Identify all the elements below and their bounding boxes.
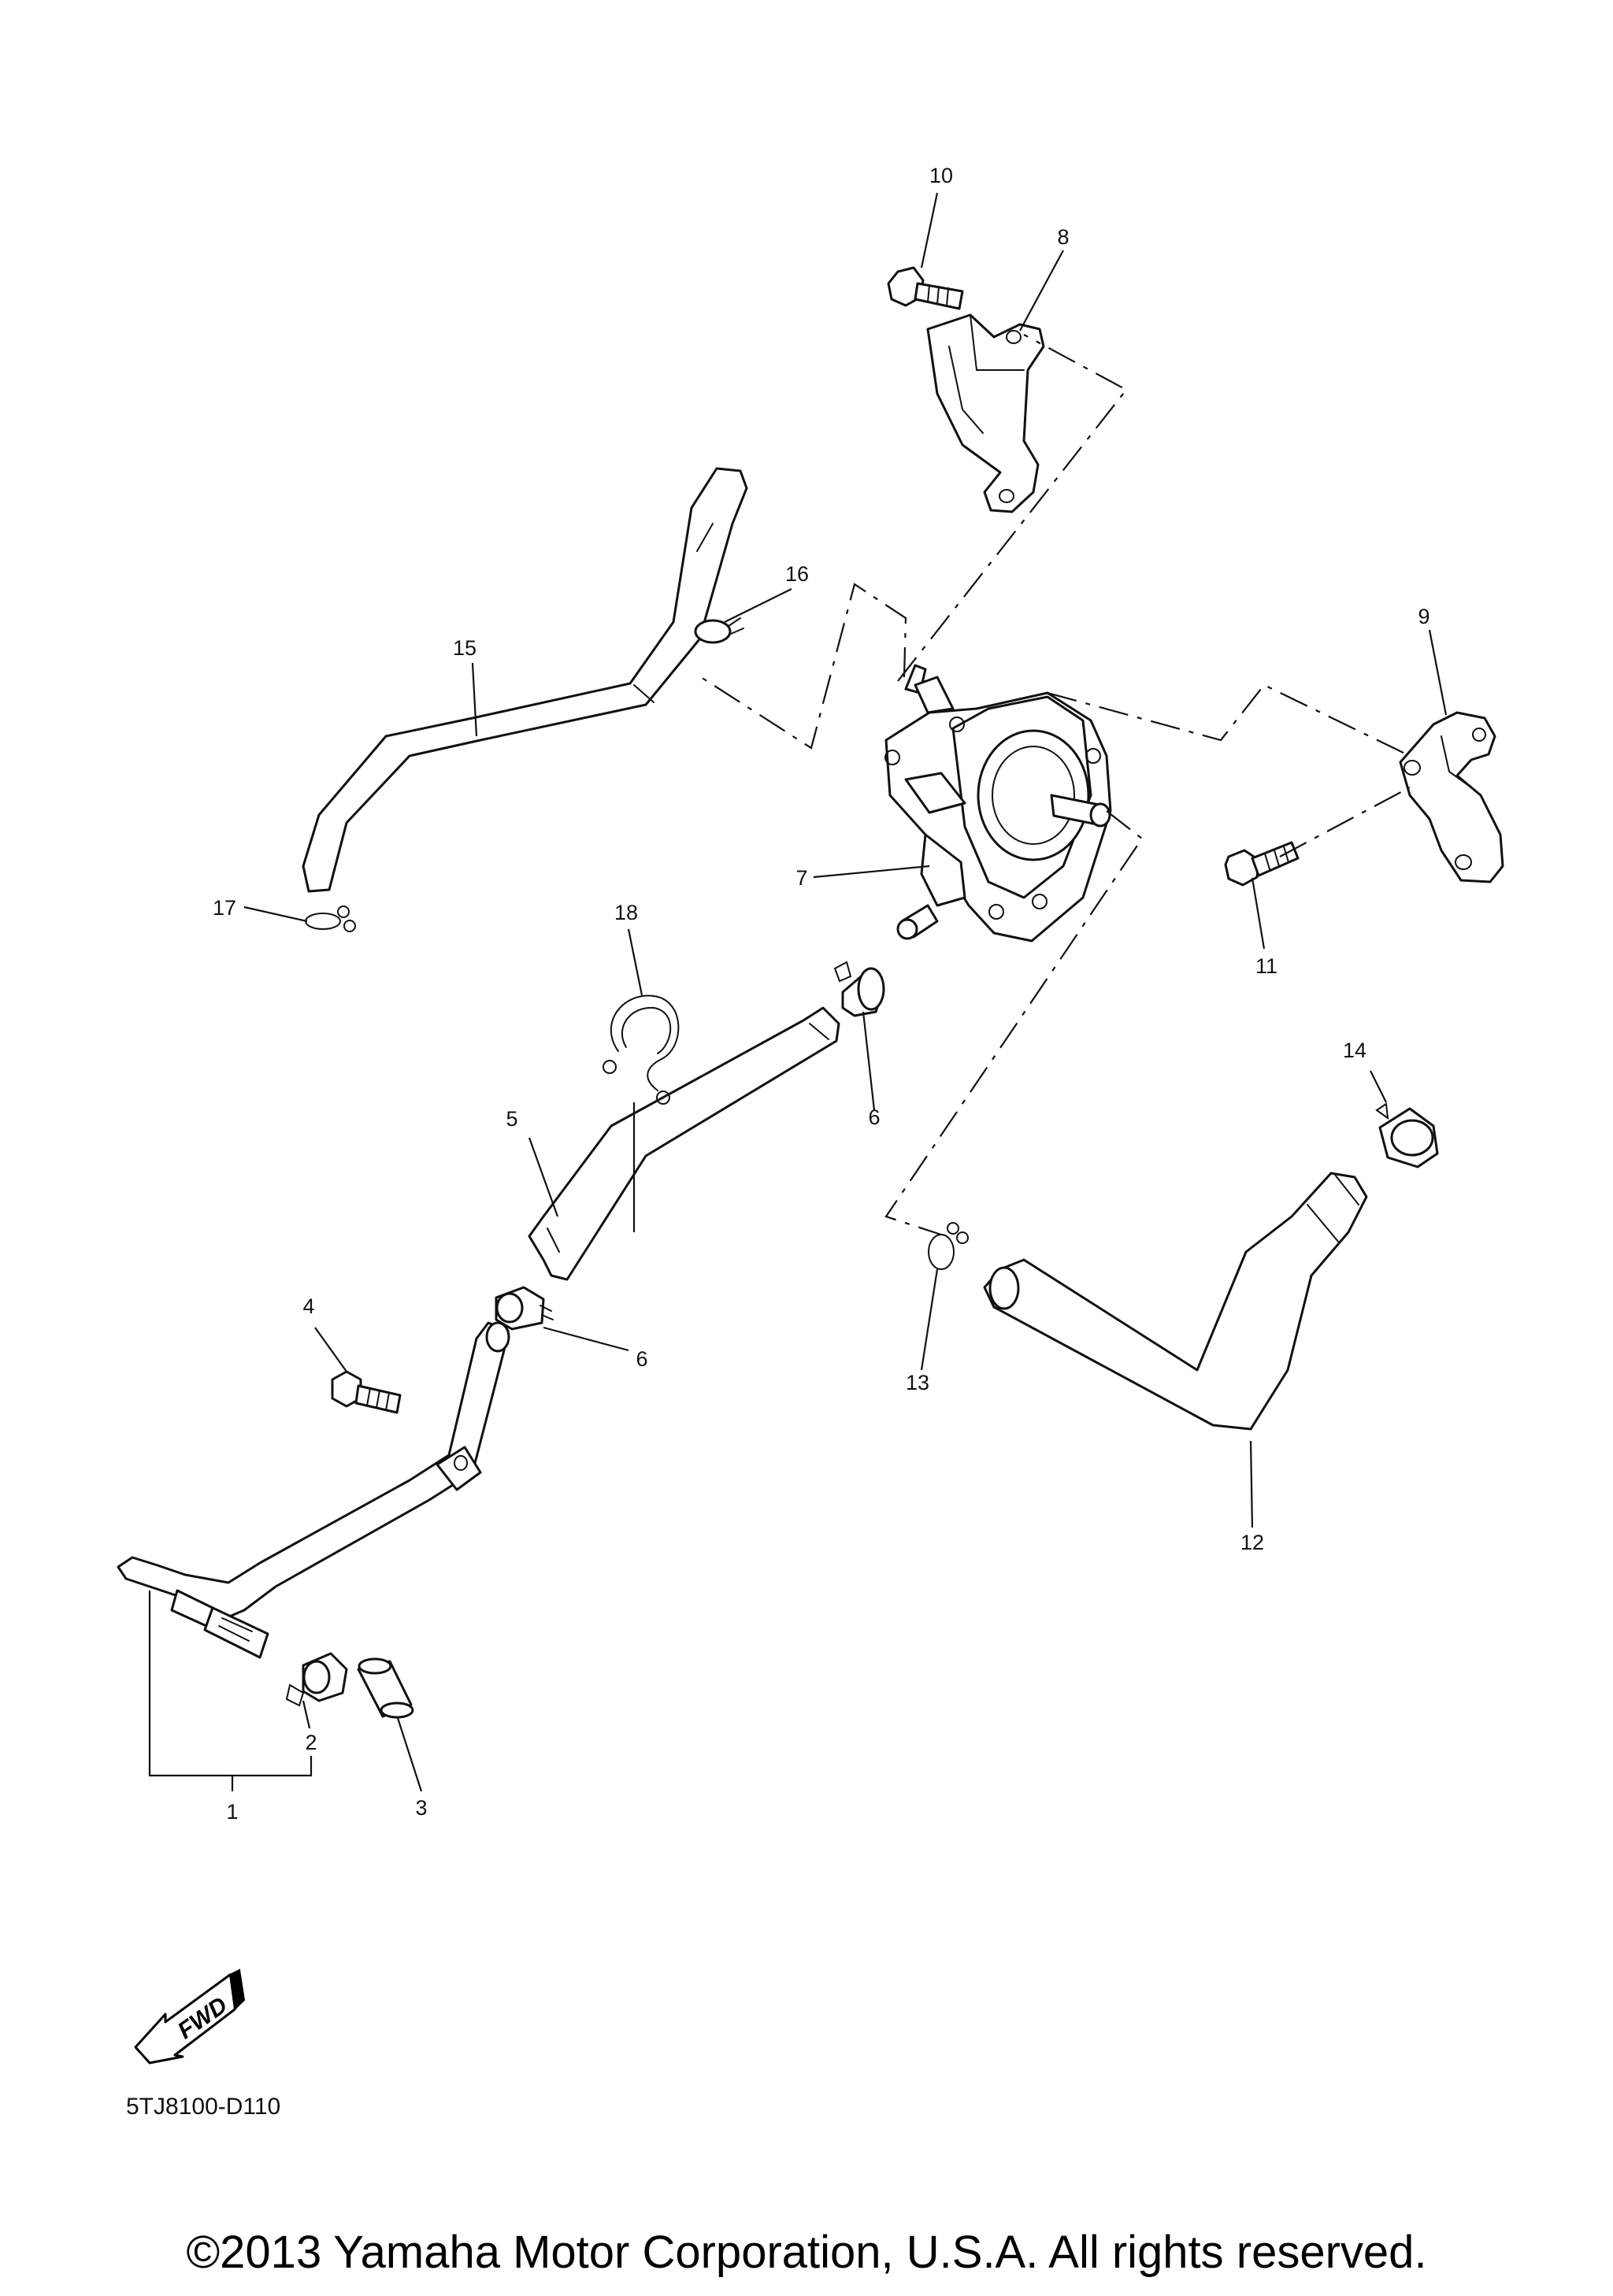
part-14-clamp xyxy=(1375,1102,1439,1168)
part-11-bolt xyxy=(1224,841,1300,887)
part-2-clamp xyxy=(285,1652,348,1707)
assembly-guide-lines xyxy=(700,334,1411,1236)
part-15-hose xyxy=(302,467,748,893)
part-7-air-induction-valve xyxy=(884,664,1112,942)
callout-15: 15 xyxy=(453,636,476,660)
part-9-bracket xyxy=(1399,711,1504,883)
callout-3: 3 xyxy=(415,1796,427,1820)
callout-4: 4 xyxy=(302,1294,314,1318)
callout-10: 10 xyxy=(929,164,953,187)
callout-numbers: 10 8 16 9 15 7 17 18 11 14 6 5 4 6 13 12… xyxy=(213,164,1430,1824)
callout-2: 2 xyxy=(305,1731,317,1754)
fwd-arrow-icon: FWD xyxy=(134,1968,246,2065)
part-16-clip xyxy=(694,617,744,644)
part-18-band xyxy=(603,994,680,1105)
part-1-pipe-assembly xyxy=(117,1321,510,1659)
part-6-clamp-lower xyxy=(495,1286,554,1331)
leader-lines xyxy=(148,192,1448,1792)
part-13-clip xyxy=(928,1222,969,1270)
copyright-notice: ©2013 Yamaha Motor Corporation, U.S.A. A… xyxy=(186,2227,1426,2278)
diagram-code: 5TJ8100-D110 xyxy=(126,2094,280,2120)
part-6-clamp-upper xyxy=(833,961,885,1017)
callout-12: 12 xyxy=(1240,1531,1264,1554)
callout-11: 11 xyxy=(1255,954,1277,978)
part-5-hose xyxy=(528,1006,840,1281)
callout-17: 17 xyxy=(213,896,236,920)
part-4-bolt xyxy=(331,1370,402,1414)
part-17-clip xyxy=(305,905,356,932)
callout-8: 8 xyxy=(1057,225,1069,249)
callout-13: 13 xyxy=(906,1371,929,1394)
callout-14: 14 xyxy=(1343,1039,1366,1062)
callout-1: 1 xyxy=(226,1800,238,1824)
part-3-collar xyxy=(357,1657,414,1719)
callout-9: 9 xyxy=(1418,605,1429,628)
callout-18: 18 xyxy=(614,901,638,924)
callout-16: 16 xyxy=(785,562,809,586)
part-8-bracket xyxy=(926,313,1045,513)
callout-6-upper: 6 xyxy=(868,1105,880,1129)
callout-6-lower: 6 xyxy=(636,1347,647,1371)
part-12-hose xyxy=(983,1172,1368,1431)
callout-5: 5 xyxy=(506,1107,517,1131)
part-10-bolt xyxy=(887,266,964,310)
callout-7: 7 xyxy=(795,866,807,890)
